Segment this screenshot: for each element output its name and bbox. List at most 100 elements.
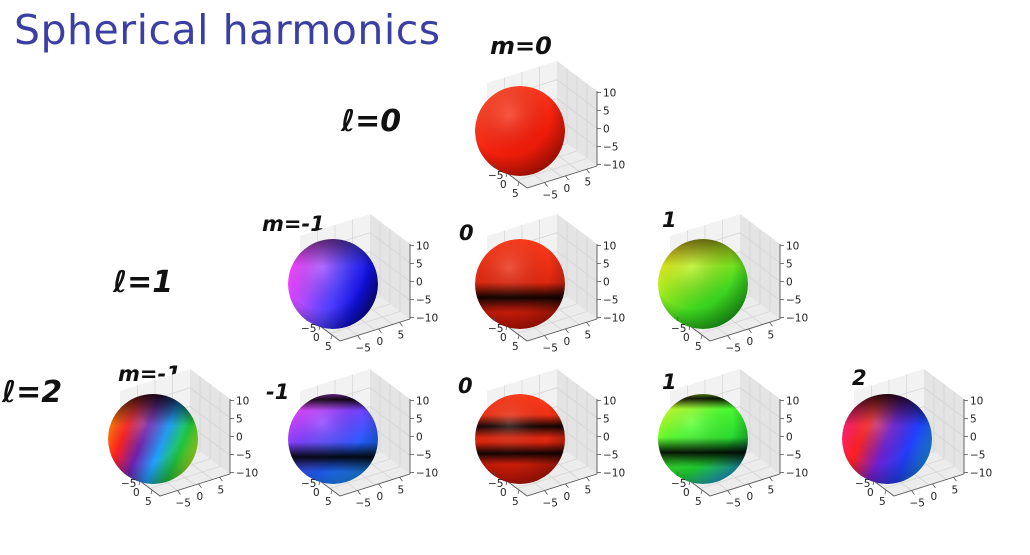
- z-tick-label: −10: [416, 468, 438, 480]
- y-tick-label: 0: [564, 491, 571, 503]
- z-tick-label: 0: [970, 432, 977, 444]
- z-tick-label: 10: [603, 396, 616, 408]
- z-tick-label: 0: [416, 277, 423, 289]
- z-tick-label: −10: [786, 313, 808, 325]
- x-tick-label: 5: [695, 341, 702, 353]
- label-m-l2-4: 2: [852, 366, 867, 390]
- z-tick-label: −5: [970, 450, 985, 462]
- label-l2: ℓ=2: [2, 375, 63, 410]
- y-tick-label: −5: [543, 343, 558, 355]
- z-tick-label: 5: [416, 414, 423, 426]
- z-tick-label: 10: [416, 241, 429, 253]
- z-tick-label: −5: [786, 295, 801, 307]
- x-tick-label: 0: [313, 487, 320, 499]
- x-tick-label: 0: [500, 487, 507, 499]
- x-tick-label: 0: [313, 332, 320, 344]
- x-tick-label: −5: [488, 170, 503, 182]
- z-tick-label: 10: [970, 396, 983, 408]
- z-tick-label: 10: [786, 396, 799, 408]
- y-tick-label: 0: [564, 336, 571, 348]
- z-tick-label: 0: [603, 277, 610, 289]
- z-tick-label: −5: [416, 450, 431, 462]
- x-tick-label: 5: [512, 496, 519, 508]
- x-tick-label: 0: [683, 332, 690, 344]
- label-m-l1-1: 0: [459, 221, 474, 245]
- y-tick-label: 5: [768, 329, 775, 341]
- y-tick-label: 0: [377, 491, 384, 503]
- z-tick-label: 5: [416, 259, 423, 271]
- z-tick-label: −10: [603, 468, 625, 480]
- y-tick-label: 0: [564, 183, 571, 195]
- z-tick-label: −5: [236, 450, 251, 462]
- x-tick-label: −5: [301, 323, 316, 335]
- z-tick-label: 5: [970, 414, 977, 426]
- x-tick-label: −5: [121, 478, 136, 490]
- z-tick-label: 10: [603, 88, 616, 100]
- y-tick-label: 5: [398, 329, 405, 341]
- z-tick-label: 5: [603, 106, 610, 118]
- z-tick-label: 0: [603, 432, 610, 444]
- z-tick-label: 0: [236, 432, 243, 444]
- x-tick-label: −5: [488, 323, 503, 335]
- z-tick-label: 10: [416, 396, 429, 408]
- z-tick-label: −5: [603, 450, 618, 462]
- y-tick-label: 5: [585, 484, 592, 496]
- x-tick-label: 0: [683, 487, 690, 499]
- z-tick-label: −5: [603, 295, 618, 307]
- x-tick-label: −5: [301, 478, 316, 490]
- z-tick-label: 0: [786, 432, 793, 444]
- y-tick-label: 0: [747, 336, 754, 348]
- x-tick-label: 5: [695, 496, 702, 508]
- label-m-l2-3: 1: [662, 370, 677, 394]
- y-tick-label: 5: [585, 329, 592, 341]
- z-tick-label: 0: [786, 277, 793, 289]
- z-tick-label: 5: [786, 414, 793, 426]
- y-tick-label: 0: [197, 491, 204, 503]
- x-tick-label: 5: [325, 341, 332, 353]
- x-tick-label: −5: [488, 478, 503, 490]
- y-tick-label: 5: [768, 484, 775, 496]
- y-tick-label: −5: [726, 343, 741, 355]
- label-m-l2-2: 0: [458, 374, 473, 398]
- y-tick-label: 0: [747, 491, 754, 503]
- y-tick-label: −5: [543, 498, 558, 510]
- z-tick-label: −10: [603, 313, 625, 325]
- z-tick-label: −10: [603, 160, 625, 172]
- x-tick-label: −5: [855, 478, 870, 490]
- page-title: Spherical harmonics: [14, 6, 441, 54]
- label-l1: ℓ=1: [113, 265, 174, 300]
- z-tick-label: 0: [603, 124, 610, 136]
- z-tick-label: 5: [786, 259, 793, 271]
- y-tick-label: 0: [377, 336, 384, 348]
- x-tick-label: 0: [500, 332, 507, 344]
- z-tick-label: 5: [236, 414, 243, 426]
- z-tick-label: 5: [603, 259, 610, 271]
- y-tick-label: 5: [585, 176, 592, 188]
- x-tick-label: 5: [879, 496, 886, 508]
- y-tick-label: −5: [543, 190, 558, 202]
- z-tick-label: 0: [416, 432, 423, 444]
- z-tick-label: −10: [416, 313, 438, 325]
- z-tick-label: −5: [786, 450, 801, 462]
- z-tick-label: −5: [603, 142, 618, 154]
- label-m-l1-0: m=-1: [262, 212, 325, 236]
- z-tick-label: 5: [603, 414, 610, 426]
- z-tick-label: −10: [786, 468, 808, 480]
- label-l0: ℓ=0: [341, 104, 402, 139]
- z-tick-label: 10: [236, 396, 249, 408]
- x-tick-label: 0: [133, 487, 140, 499]
- z-tick-label: −10: [970, 468, 992, 480]
- x-tick-label: 0: [500, 179, 507, 191]
- label-m-l0: m=0: [490, 32, 552, 60]
- x-tick-label: 5: [512, 341, 519, 353]
- label-m-l1-2: 1: [662, 208, 677, 232]
- x-tick-label: −5: [671, 478, 686, 490]
